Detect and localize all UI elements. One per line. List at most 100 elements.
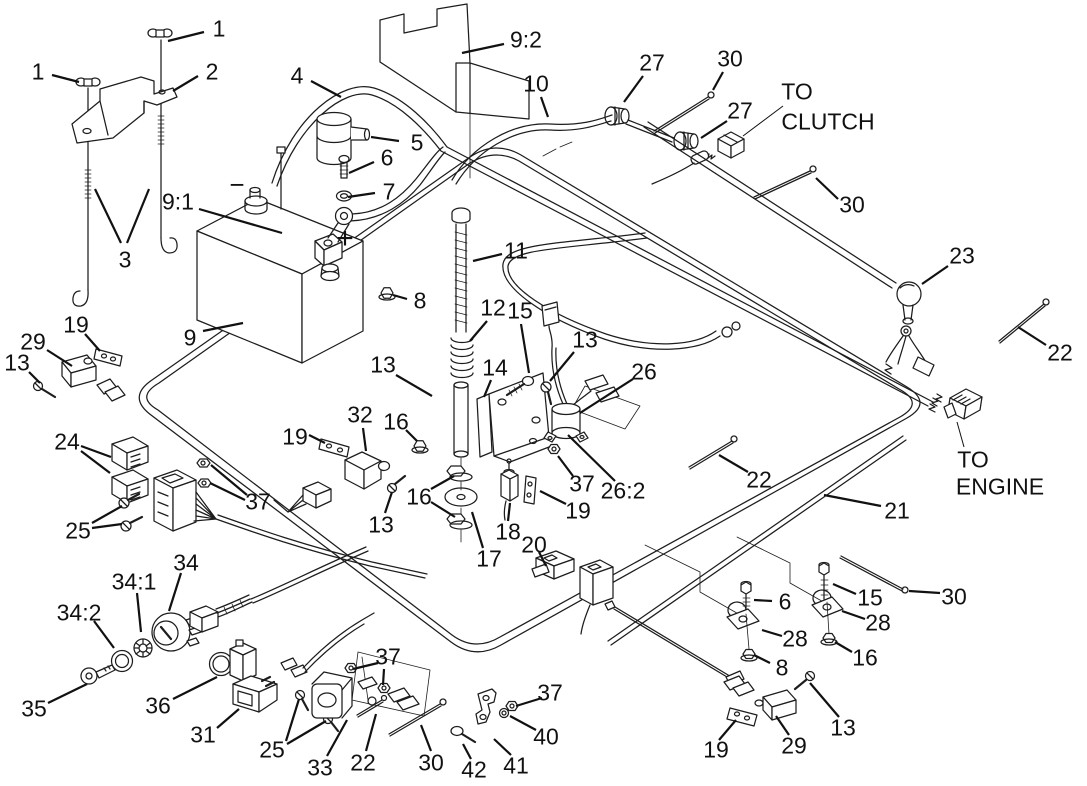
callout-label: 15 bbox=[857, 584, 883, 610]
cable-tie-22-mid bbox=[688, 435, 738, 470]
leader-line bbox=[841, 609, 866, 621]
harness-wire-10 bbox=[451, 114, 675, 185]
leader-line bbox=[815, 177, 839, 200]
clutch-wire-loop bbox=[502, 232, 741, 350]
screw-13-meter bbox=[540, 381, 553, 406]
leader-line bbox=[557, 455, 574, 477]
callout-label: 27 bbox=[639, 49, 665, 75]
leader-line bbox=[210, 464, 248, 496]
connectors-20 bbox=[531, 550, 614, 635]
callout-label: − bbox=[229, 169, 244, 199]
wing-nut-1-right bbox=[147, 28, 173, 38]
callout-label: 30 bbox=[941, 583, 967, 609]
leader-line bbox=[347, 191, 376, 199]
callout-label: 22 bbox=[746, 466, 772, 492]
leader-line bbox=[567, 434, 616, 482]
leader-line bbox=[823, 493, 882, 508]
callout-label: 7 bbox=[383, 178, 396, 204]
callout-label: 4 bbox=[291, 62, 304, 88]
relays-24 bbox=[111, 436, 149, 504]
callout-label: 37 bbox=[245, 488, 271, 514]
leader-line bbox=[392, 293, 408, 301]
circuit-breaker-5 bbox=[316, 111, 371, 166]
leader-line bbox=[84, 333, 101, 352]
callout-label: 19 bbox=[63, 311, 89, 337]
callout-label: 19 bbox=[703, 736, 729, 762]
bracket-41-group bbox=[450, 688, 519, 744]
leader-line bbox=[310, 80, 342, 98]
leader-line bbox=[956, 421, 965, 448]
callout-label: 29 bbox=[20, 328, 46, 354]
leader-line bbox=[93, 620, 115, 649]
leader-line bbox=[482, 379, 493, 398]
clamp-28-right-group bbox=[736, 536, 844, 646]
leader-line bbox=[286, 720, 327, 745]
leader-line bbox=[470, 511, 485, 549]
leader-line bbox=[326, 719, 348, 757]
leader-line bbox=[352, 661, 379, 671]
cable-eyelet bbox=[327, 206, 354, 243]
leader-line bbox=[381, 668, 386, 686]
plate-19-switch18 bbox=[523, 475, 537, 505]
callout-label: 17 bbox=[476, 545, 502, 571]
callout-label: 32 bbox=[347, 401, 373, 427]
switch-32 bbox=[273, 451, 391, 513]
clutch-connector bbox=[651, 131, 745, 185]
leader-line bbox=[405, 429, 418, 442]
leader-line bbox=[370, 135, 400, 143]
leader-line bbox=[361, 427, 368, 452]
callout-label: 34:2 bbox=[57, 599, 102, 625]
leader-line bbox=[395, 374, 433, 397]
leader-line bbox=[28, 371, 41, 384]
callout-label: TO bbox=[781, 78, 813, 104]
leader-line bbox=[80, 450, 111, 474]
leader-line bbox=[718, 719, 737, 741]
leader-line bbox=[80, 444, 112, 459]
leader-line bbox=[94, 188, 122, 244]
leader-line bbox=[579, 378, 634, 414]
battery-cable bbox=[271, 86, 934, 407]
callout-label: 21 bbox=[884, 497, 910, 523]
leader-line bbox=[91, 505, 123, 524]
callout-label: 12 bbox=[480, 294, 506, 320]
leader-line bbox=[753, 598, 773, 603]
callout-label: 14 bbox=[482, 354, 508, 380]
bolt-6-battery bbox=[338, 154, 350, 179]
leader-line bbox=[712, 71, 724, 91]
callout-label: 41 bbox=[503, 752, 529, 778]
callout-label: 28 bbox=[782, 625, 808, 651]
cable-tie-30-right-upper bbox=[753, 165, 817, 200]
leader-line bbox=[515, 696, 543, 708]
nut-16-upper bbox=[411, 440, 429, 454]
leader-line bbox=[506, 502, 512, 522]
leader-line bbox=[742, 105, 784, 137]
leader-line bbox=[172, 75, 199, 92]
ignition-harness-plug bbox=[189, 546, 369, 633]
callout-label: 9:1 bbox=[162, 188, 194, 214]
callout-label: 10 bbox=[523, 70, 549, 96]
leader-line bbox=[539, 96, 550, 118]
leader-line bbox=[908, 589, 941, 595]
callout-label: 3 bbox=[119, 246, 132, 272]
callout-label: 1 bbox=[32, 58, 45, 84]
callout-label: 6 bbox=[381, 144, 394, 170]
leader-line bbox=[921, 265, 949, 285]
harness-trunk-loop bbox=[138, 147, 921, 653]
screws-25-left bbox=[118, 492, 144, 532]
callout-label: 8 bbox=[414, 287, 427, 313]
callout-label: 22 bbox=[350, 749, 376, 775]
leader-line bbox=[461, 42, 505, 55]
leader-line bbox=[91, 522, 123, 530]
leader-line bbox=[623, 75, 644, 103]
leader-line bbox=[832, 582, 857, 596]
stud-connector-37 bbox=[153, 458, 428, 579]
leader-line bbox=[472, 252, 503, 263]
callout-label: + bbox=[336, 222, 354, 255]
screw-13-switch32 bbox=[386, 474, 407, 494]
battery-positive-clamp bbox=[314, 233, 343, 282]
leader-line bbox=[1017, 326, 1047, 346]
callout-label: 8 bbox=[776, 654, 789, 680]
screw-13-bottom bbox=[793, 670, 816, 691]
grommet-27-a bbox=[604, 106, 630, 126]
